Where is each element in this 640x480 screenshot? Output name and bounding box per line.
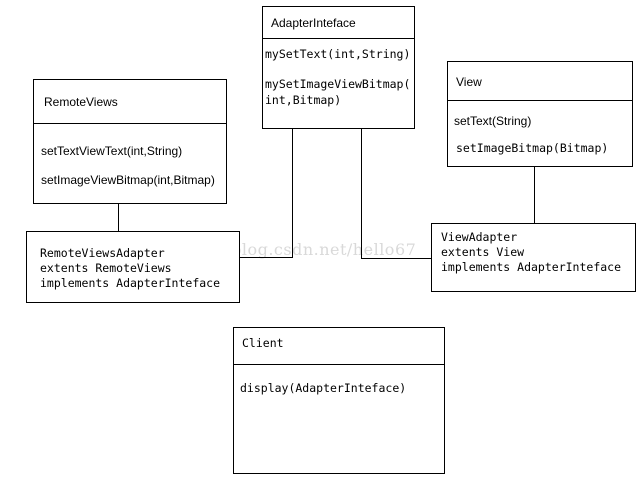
- remote-views-adapter-box: RemoteViewsAdapter extents RemoteViews i…: [26, 231, 240, 303]
- view-adapter-line: implements AdapterInteface: [441, 260, 622, 274]
- remote-views-adapter-line: RemoteViewsAdapter: [40, 246, 165, 260]
- client-box: Client display(AdapterInteface): [233, 327, 445, 474]
- adapter-interface-method: int,Bitmap): [265, 93, 342, 107]
- view-adapter-line: ViewAdapter: [441, 230, 518, 244]
- client-title: Client: [242, 336, 284, 350]
- remote-views-adapter-line: extents RemoteViews: [40, 261, 172, 275]
- connector-interface-to-viewadapter-h: [361, 258, 432, 259]
- connector-interface-to-viewadapter-v: [361, 128, 362, 259]
- view-method: setImageBitmap(Bitmap): [456, 141, 609, 155]
- connector-interface-to-remoteviewsadapter-h: [239, 257, 293, 258]
- connector-interface-to-remoteviewsadapter-v: [292, 128, 293, 258]
- view-adapter-box: ViewAdapter extents View implements Adap…: [431, 223, 636, 292]
- remote-views-method: setTextViewText(int,String): [41, 144, 183, 158]
- view-box: View setText(String) setImageBitmap(Bitm…: [447, 61, 633, 167]
- view-adapter-line: extents View: [441, 245, 525, 259]
- adapter-interface-box: AdapterInteface mySetText(int,String) my…: [262, 6, 415, 129]
- remote-views-box: RemoteViews setTextViewText(int,String) …: [33, 79, 227, 204]
- adapter-interface-title: AdapterInteface: [271, 16, 356, 30]
- view-divider: [448, 100, 632, 101]
- client-method: display(AdapterInteface): [240, 381, 407, 395]
- adapter-interface-method: mySetImageViewBitmap(: [265, 77, 411, 91]
- view-title: View: [456, 75, 482, 89]
- adapter-interface-divider: [263, 38, 414, 39]
- remote-views-divider: [34, 123, 226, 124]
- remote-views-method: setImageViewBitmap(int,Bitmap): [41, 173, 215, 187]
- connector-view-to-viewadapter: [534, 166, 535, 224]
- view-method: setText(String): [454, 114, 532, 128]
- remote-views-adapter-line: implements AdapterInteface: [40, 276, 221, 290]
- client-divider: [234, 364, 444, 365]
- adapter-interface-method: mySetText(int,String): [265, 47, 411, 61]
- connector-remoteviews-to-adapter: [118, 203, 119, 232]
- remote-views-title: RemoteViews: [44, 95, 118, 109]
